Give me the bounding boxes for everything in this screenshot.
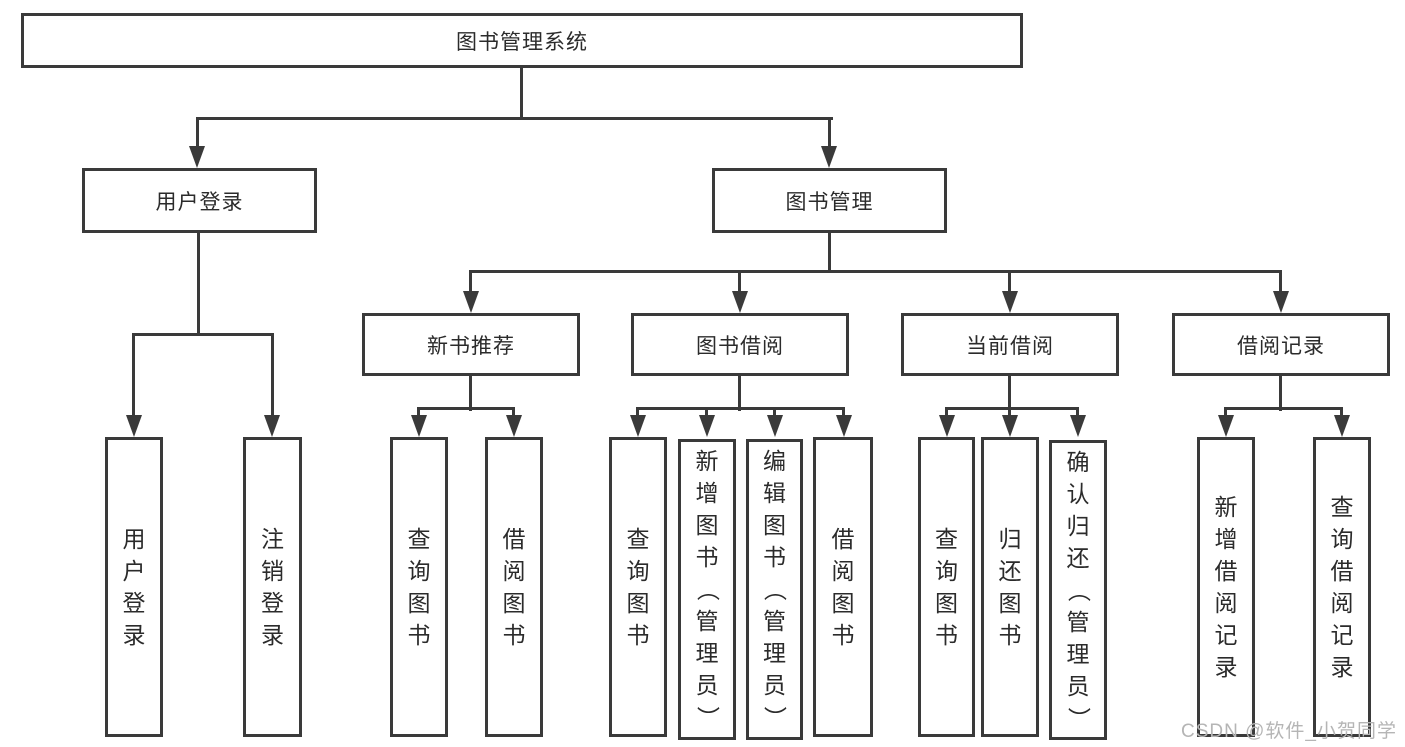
- arrow-cb-return: [1002, 415, 1018, 437]
- connector-br-add-stem: [1224, 407, 1227, 420]
- node-leaf-logout: 注销登录: [243, 437, 302, 737]
- connector-cb-down: [1008, 376, 1011, 411]
- node-new-book-rec: 新书推荐: [362, 313, 580, 376]
- connector-cb-bar: [945, 407, 1079, 410]
- node-book-borrow-label: 图书借阅: [696, 334, 784, 358]
- connector-root-bar: [196, 117, 833, 120]
- connector-bb-query-stem: [636, 407, 639, 420]
- connector-br-bar: [1224, 407, 1342, 410]
- connector-nbr-down: [469, 376, 472, 411]
- node-book-mgmt: 图书管理: [712, 168, 947, 233]
- node-borrow-record: 借阅记录: [1172, 313, 1390, 376]
- connector-book-mgmt-bar: [469, 270, 1282, 273]
- connector-bb-down: [738, 376, 741, 411]
- node-leaf-user-login-label: 用户登录: [122, 525, 146, 648]
- connector-bb-borrow-stem: [842, 407, 845, 420]
- node-bb-borrow-book-label: 借阅图书: [831, 525, 855, 648]
- arrow-bb-query: [630, 415, 646, 437]
- connector-user-login-stem: [196, 117, 199, 150]
- connector-book-borrow-stem: [738, 270, 741, 295]
- connector-cb-return-stem: [1008, 407, 1011, 420]
- node-leaf-logout-label: 注销登录: [261, 525, 284, 648]
- node-nb-borrow-book-label: 借阅图书: [502, 525, 526, 648]
- arrow-user-login: [189, 146, 205, 168]
- node-br-query-record-label: 查询借阅记录: [1330, 493, 1354, 680]
- arrow-book-mgmt: [821, 146, 837, 168]
- node-root: 图书管理系统: [21, 13, 1023, 68]
- connector-user-login-bar: [132, 333, 274, 336]
- arrow-bb-borrow: [836, 415, 852, 437]
- node-bb-add-book-label: 新增图书（管理员）: [694, 448, 721, 730]
- arrow-cb-confirm: [1070, 415, 1086, 437]
- connector-cb-query-stem: [945, 407, 948, 420]
- arrow-br-query: [1334, 415, 1350, 437]
- arrow-bb-add: [699, 415, 715, 437]
- node-br-add-record-label: 新增借阅记录: [1214, 493, 1238, 680]
- connector-br-down: [1279, 376, 1282, 411]
- arrow-book-borrow: [732, 291, 748, 313]
- connector-nb-borrow-stem: [512, 407, 515, 420]
- node-bb-borrow-book: 借阅图书: [813, 437, 873, 737]
- arrow-leaf-user-login: [126, 415, 142, 437]
- node-bb-query-book-label: 查询图书: [626, 525, 650, 648]
- connector-user-login-down: [197, 233, 200, 336]
- node-current-borrow: 当前借阅: [901, 313, 1119, 376]
- node-br-query-record: 查询借阅记录: [1313, 437, 1371, 737]
- node-cb-query-book: 查询图书: [918, 437, 975, 737]
- node-bb-query-book: 查询图书: [609, 437, 667, 737]
- connector-nbr-bar: [417, 407, 515, 410]
- node-book-mgmt-label: 图书管理: [785, 190, 874, 214]
- node-bb-edit-book-label: 编辑图书（管理员）: [762, 448, 788, 730]
- node-current-borrow-label: 当前借阅: [966, 334, 1054, 358]
- arrow-leaf-logout: [264, 415, 280, 437]
- connector-new-book-rec-stem: [469, 270, 472, 295]
- arrow-bb-edit: [767, 415, 783, 437]
- node-bb-edit-book: 编辑图书（管理员）: [746, 439, 803, 740]
- node-cb-confirm-return: 确认归还（管理员）: [1049, 440, 1107, 740]
- connector-bb-bar: [636, 407, 845, 410]
- connector-bb-add-stem: [705, 407, 708, 420]
- arrow-nb-query: [411, 415, 427, 437]
- node-user-login: 用户登录: [82, 168, 317, 233]
- node-cb-confirm-return-label: 确认归还（管理员）: [1065, 448, 1092, 730]
- connector-leaf-user-login-stem: [132, 333, 135, 420]
- connector-cb-confirm-stem: [1076, 407, 1079, 420]
- node-cb-return-book: 归还图书: [981, 437, 1039, 737]
- node-leaf-user-login: 用户登录: [105, 437, 163, 737]
- node-nb-query-book-label: 查询图书: [407, 525, 431, 648]
- node-borrow-record-label: 借阅记录: [1237, 334, 1325, 358]
- node-cb-return-book-label: 归还图书: [998, 525, 1022, 648]
- arrow-borrow-record: [1273, 291, 1289, 313]
- node-cb-query-book-label: 查询图书: [935, 525, 958, 648]
- node-nb-query-book: 查询图书: [390, 437, 448, 737]
- arrow-nb-borrow: [506, 415, 522, 437]
- connector-nb-query-stem: [417, 407, 420, 420]
- arrow-new-book-rec: [463, 291, 479, 313]
- connector-br-query-stem: [1340, 407, 1343, 420]
- connector-root-stem: [520, 68, 523, 119]
- arrow-cb-query: [939, 415, 955, 437]
- node-br-add-record: 新增借阅记录: [1197, 437, 1255, 737]
- node-new-book-rec-label: 新书推荐: [427, 334, 515, 358]
- connector-book-mgmt-stem: [828, 117, 831, 150]
- connector-borrow-record-stem: [1279, 270, 1282, 295]
- connector-bb-edit-stem: [773, 407, 776, 420]
- connector-book-mgmt-down: [828, 233, 831, 273]
- connector-leaf-logout-stem: [271, 333, 274, 420]
- arrow-current-borrow: [1002, 291, 1018, 313]
- connector-current-borrow-stem: [1008, 270, 1011, 295]
- node-bb-add-book: 新增图书（管理员）: [678, 439, 736, 740]
- node-root-label: 图书管理系统: [456, 30, 588, 54]
- arrow-br-add: [1218, 415, 1234, 437]
- node-user-login-label: 用户登录: [155, 190, 244, 214]
- node-nb-borrow-book: 借阅图书: [485, 437, 543, 737]
- watermark-text: CSDN @软件_小贺同学: [1181, 721, 1397, 742]
- node-book-borrow: 图书借阅: [631, 313, 849, 376]
